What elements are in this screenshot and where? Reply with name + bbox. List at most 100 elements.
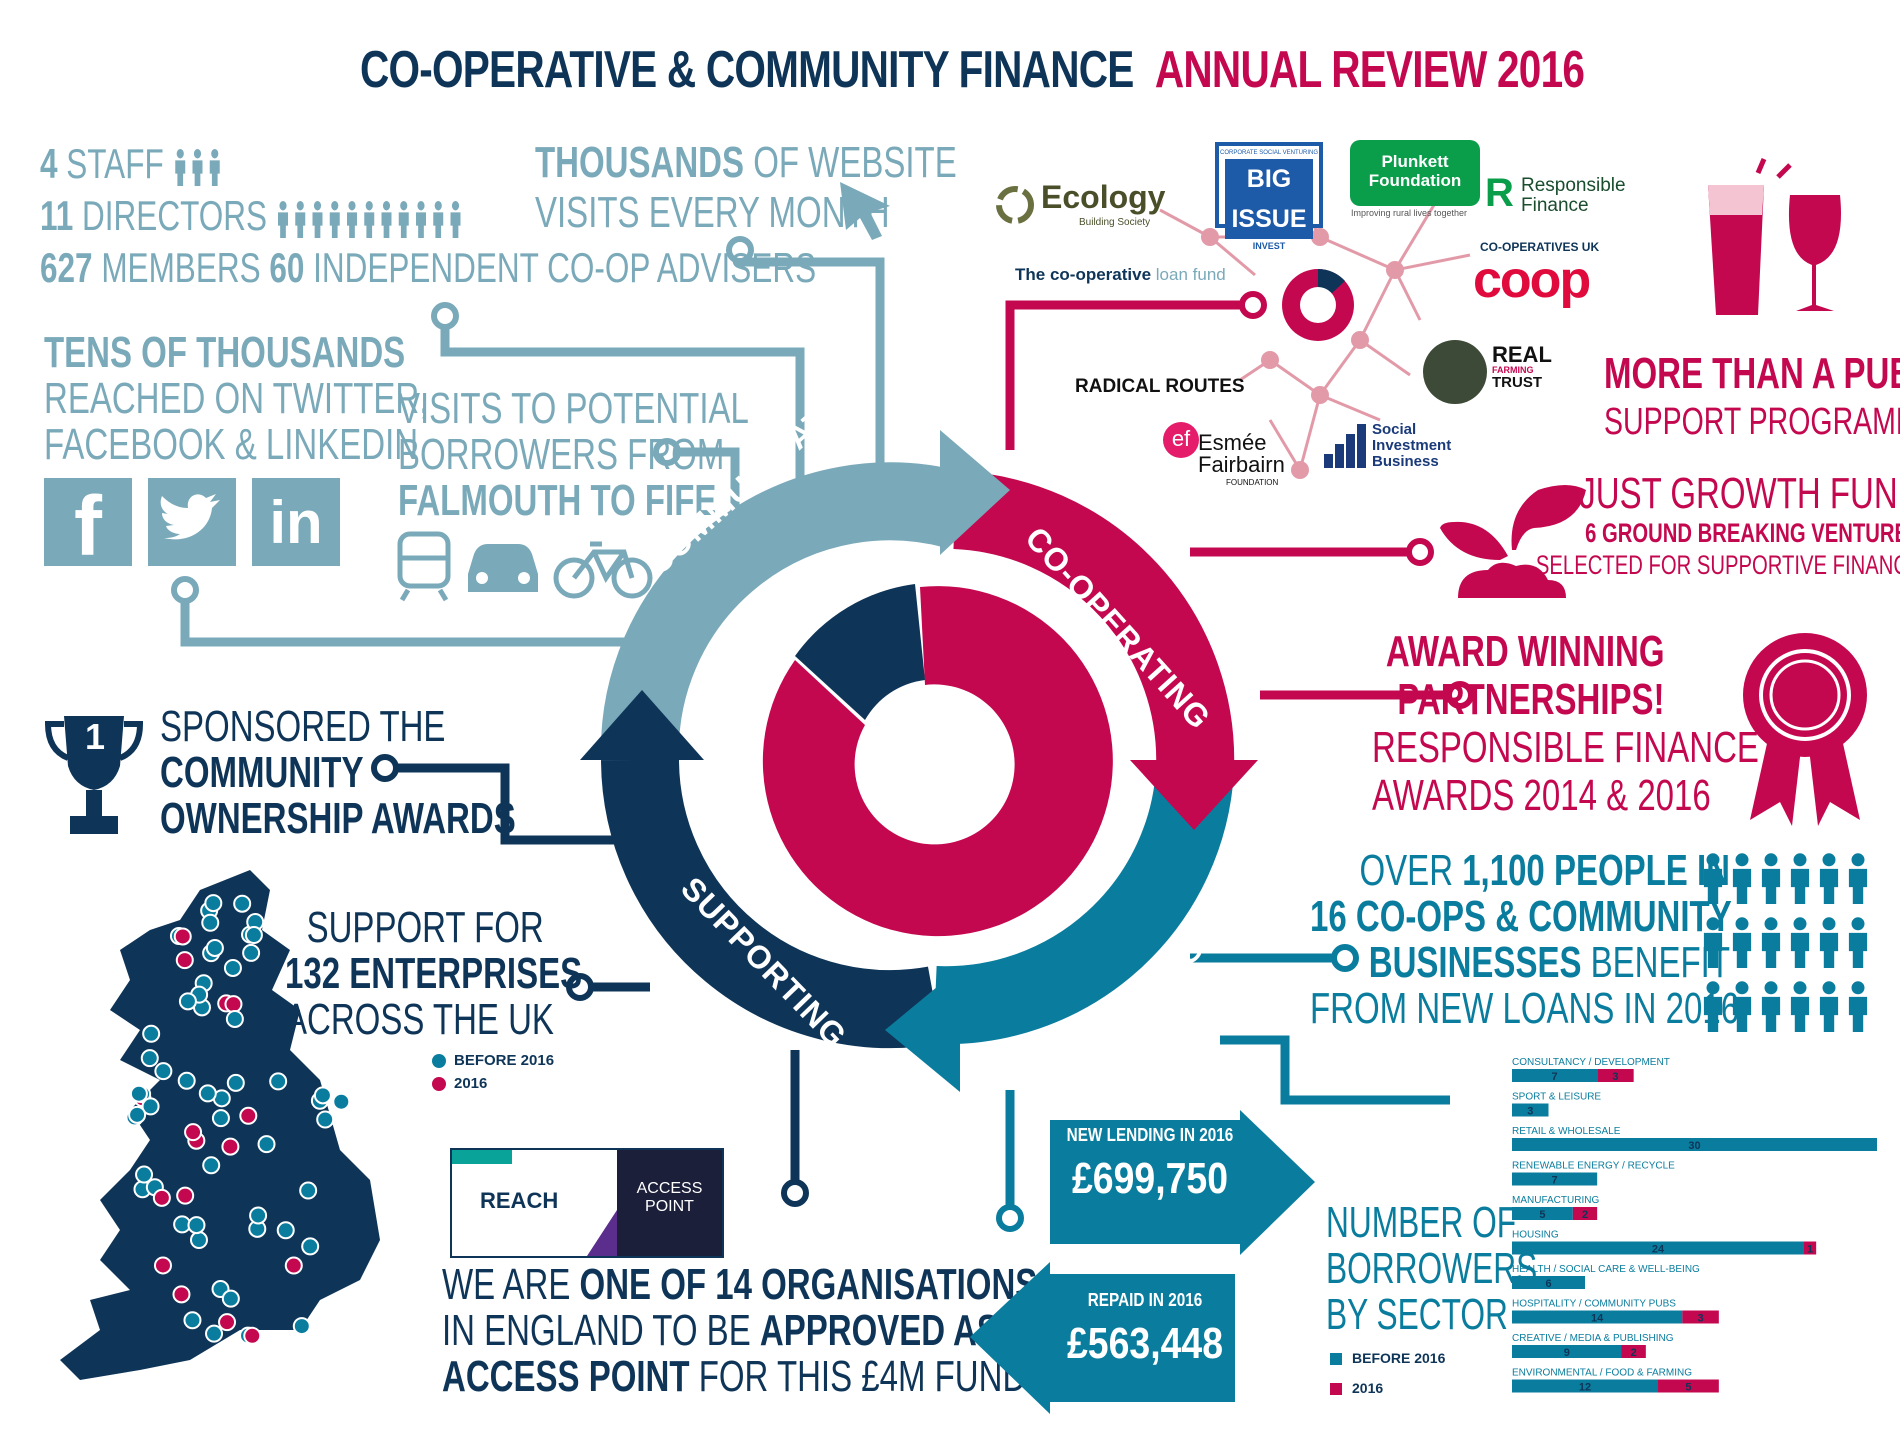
repaid-label: REPAID IN 2016 [1087, 1290, 1203, 1310]
person-icon [1848, 853, 1868, 904]
person-icon [312, 200, 323, 238]
sector-bar [1512, 1103, 1549, 1117]
reach-we-are: WE ARE [442, 1260, 571, 1309]
person-icon [1703, 853, 1723, 904]
sector-category-label: CONSULTANCY / DEVELOPMENT [1512, 1057, 1670, 1068]
enterprise-dot [178, 992, 197, 1011]
new-lending-value: £699,750 [1071, 1154, 1229, 1203]
sector-bar-value: 9 [1564, 1347, 1570, 1359]
person-icon [1848, 917, 1868, 968]
reach-purple-shape [587, 1210, 617, 1256]
plunkett-logo: Plunkett Foundation [1350, 140, 1480, 206]
enterprise-dot [276, 1221, 295, 1240]
person-icon [347, 200, 358, 238]
website-block: THOUSANDS OF WEBSITE VISITS EVERY MONTH [535, 138, 957, 238]
page-title: CO-OPERATIVE & COMMUNITY FINANCE ANNUAL … [360, 40, 1585, 100]
esmee-ef-icon: ef [1163, 422, 1199, 458]
sector-bar [1512, 1379, 1658, 1393]
sector-bar-value: 7 [1552, 1071, 1558, 1083]
enterprise-dot [172, 1285, 191, 1304]
enterprise-dot [184, 1123, 203, 1142]
person-icon [1703, 917, 1723, 968]
coop-loan-fund-logo: The co-operative loan fund [1015, 265, 1226, 285]
people-bold3: BUSINESSES [1368, 938, 1582, 987]
person-icon [1819, 853, 1839, 904]
borrowers-legend-before-swatch [1330, 1353, 1342, 1366]
communicating-arrowhead [940, 430, 1010, 555]
sector-bar [1621, 1345, 1646, 1358]
linkedin-icon[interactable]: in [252, 478, 340, 566]
twitter-bird-icon [160, 494, 220, 540]
pub-block: MORE THAN A PUB SUPPORT PROGRAMME [1604, 349, 1900, 446]
social-bold: TENS OF THOUSANDS [44, 328, 406, 377]
recycle-icon [996, 186, 1034, 224]
enterprise-dot [175, 951, 194, 970]
award-line3: RESPONSIBLE FINANCE [1372, 723, 1759, 772]
people-grid-icons [1700, 850, 1880, 1040]
new-lending-label: NEW LENDING IN 2016 [1066, 1125, 1234, 1145]
legend-2016-dot [432, 1077, 446, 1092]
sector-category-label: SPORT & LEISURE [1512, 1092, 1601, 1103]
enterprise-dot [183, 1311, 202, 1330]
person-icon [450, 200, 461, 238]
twitter-icon[interactable] [148, 478, 236, 566]
responsible-finance-r-icon: R [1485, 171, 1514, 215]
reach-teal-bar [452, 1150, 512, 1164]
bicycle-icon [553, 541, 653, 599]
enterprise-dot [284, 1256, 303, 1275]
sector-category-label: ENVIRONMENTAL / FOOD & FARMING [1512, 1368, 1692, 1379]
support-bold: 132 ENTERPRISES [285, 949, 583, 998]
award-bold1: AWARD WINNING [1385, 627, 1665, 676]
new-lending-arrow [1050, 1110, 1315, 1255]
big-issue-sub: INVEST [1252, 241, 1286, 251]
facebook-icon[interactable]: f [44, 478, 132, 566]
radical-routes-logo: RADICAL ROUTES [1075, 376, 1245, 397]
sector-bar-value: 3 [1527, 1106, 1533, 1118]
transport-icons [397, 531, 653, 602]
cycle-ring [600, 462, 1235, 1049]
reach-line2: IN ENGLAND TO BE [442, 1306, 751, 1355]
sponsored-line1: SPONSORED THE [160, 702, 446, 751]
sector-bar [1512, 1276, 1585, 1289]
enterprise-dot [292, 1317, 311, 1336]
person-icon [433, 200, 444, 238]
jgf-bold: 6 GROUND BREAKING VENTURES [1585, 518, 1900, 548]
ecology-subtitle: Building Society [1079, 217, 1151, 228]
social-block: TENS OF THOUSANDS REACHED ON TWITTER, FA… [44, 330, 428, 468]
blue-connector-dots [996, 944, 1359, 1232]
reach-access-logo: REACH ACCESS POINT [450, 1148, 724, 1258]
pub-bold: MORE THAN A PUB [1604, 349, 1900, 398]
directors-people-icons [276, 192, 466, 239]
staff-label: STAFF [66, 140, 164, 187]
borrowers-block: NUMBER OF BORROWERS BY SECTOR [1326, 1200, 1537, 1338]
enterprise-dot [257, 1135, 276, 1154]
person-icon [1732, 917, 1752, 968]
enterprise-dot [221, 1137, 240, 1156]
supporting-connectors [393, 763, 800, 1185]
jgf-block: JUST GROWTH FUND 6 GROUND BREAKING VENTU… [1488, 472, 1900, 581]
supporting-arrowhead [580, 690, 704, 760]
map-legend: BEFORE 2016 2016 [432, 1052, 554, 1092]
reach-bold1: ONE OF 14 ORGANISATIONS [579, 1260, 1038, 1309]
enterprise-dot [316, 1110, 335, 1129]
enterprise-dot [218, 1313, 237, 1332]
award-line4: AWARDS 2014 & 2016 [1372, 771, 1711, 820]
enterprise-dot [243, 1326, 262, 1345]
sector-bar-value: 12 [1579, 1382, 1591, 1394]
members-line: 627 MEMBERS 60 INDEPENDENT CO-OP ADVISER… [40, 244, 816, 296]
person-icon [1703, 981, 1723, 1032]
social-line2: REACHED ON TWITTER, [44, 374, 429, 423]
person-icon [209, 148, 220, 186]
sector-bar-value: 6 [1545, 1278, 1551, 1290]
pub-line2: SUPPORT PROGRAMME [1604, 401, 1900, 443]
borrowers-line1: NUMBER OF [1326, 1198, 1517, 1247]
enterprise-dot [233, 894, 252, 913]
enterprise-dot [224, 995, 243, 1014]
person-icon [278, 200, 289, 238]
sector-bar-value: 3 [1612, 1071, 1618, 1083]
enterprise-dot [198, 1084, 217, 1103]
borrowers-legend: BEFORE 2016 2016 [1330, 1350, 1445, 1396]
ecology-logo: Ecology Building Society [995, 179, 1210, 233]
train-icon [397, 531, 451, 602]
enterprise-dot [211, 1109, 230, 1128]
